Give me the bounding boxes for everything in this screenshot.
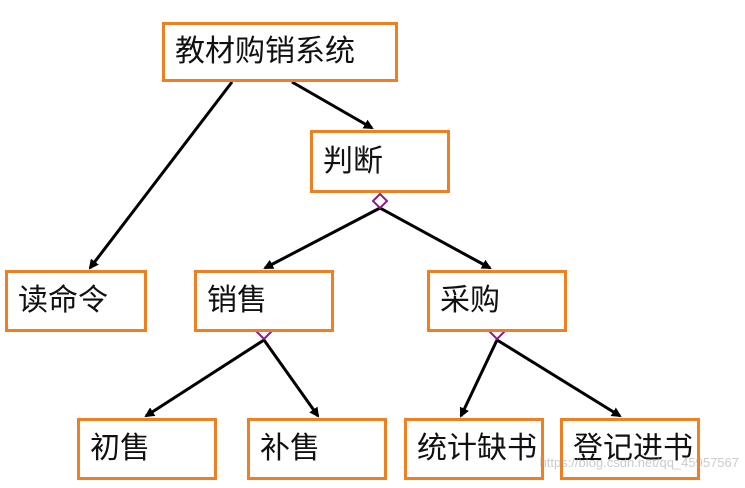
edge-buy-to-register-books bbox=[496, 338, 622, 418]
node-label: 初售 bbox=[90, 431, 150, 466]
edge-judge-to-sell bbox=[263, 206, 381, 270]
node-buy: 采购 bbox=[427, 270, 567, 332]
edge-root-to-read bbox=[88, 81, 234, 270]
node-register-books: 登记进书 bbox=[560, 418, 700, 480]
edge-judge-to-buy bbox=[379, 206, 492, 270]
node-label: 判断 bbox=[323, 143, 383, 179]
node-label: 统计缺书 bbox=[417, 431, 537, 466]
edge-buy-to-shortage-stats bbox=[459, 339, 499, 418]
node-initial-sale: 初售 bbox=[77, 418, 217, 480]
node-label: 采购 bbox=[440, 283, 500, 318]
node-label: 登记进书 bbox=[573, 431, 693, 466]
node-root: 教材购销系统 bbox=[162, 22, 398, 82]
edge-sell-to-initial-sale bbox=[144, 338, 265, 418]
node-shortage-stats: 统计缺书 bbox=[404, 418, 544, 480]
node-label: 读命令 bbox=[18, 283, 108, 318]
node-judge: 判断 bbox=[310, 130, 450, 193]
edge-sell-to-extra-sale bbox=[262, 339, 320, 418]
node-label: 销售 bbox=[207, 283, 267, 318]
watermark: https://blog.csdn.net/qq_45957567 bbox=[539, 455, 740, 470]
node-read: 读命令 bbox=[5, 270, 147, 332]
node-label: 教材购销系统 bbox=[175, 34, 355, 69]
node-extra-sale: 补售 bbox=[247, 418, 387, 480]
node-label: 补售 bbox=[260, 431, 320, 466]
edge-root-to-judge bbox=[291, 80, 374, 130]
node-sell: 销售 bbox=[194, 270, 334, 332]
selection-diamond-icon bbox=[371, 192, 389, 210]
